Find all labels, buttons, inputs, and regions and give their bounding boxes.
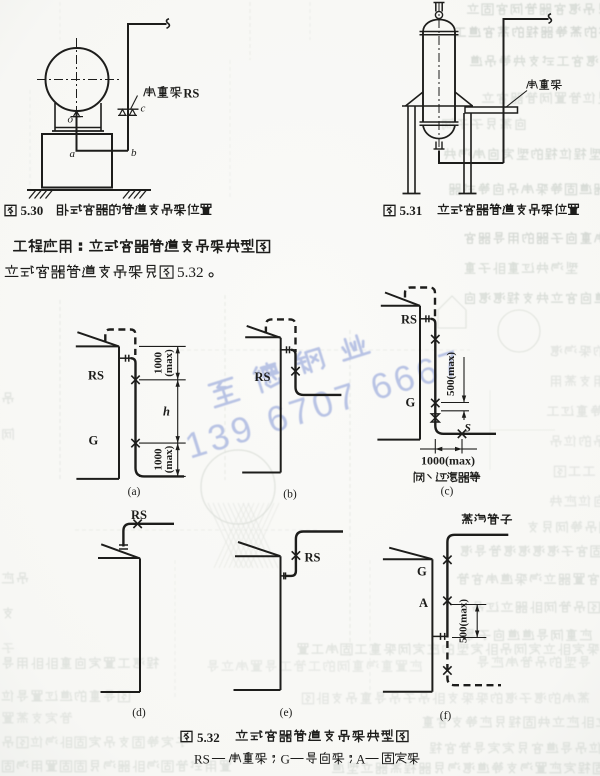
svg-text:RS: RS	[88, 369, 104, 383]
svg-text:500(max): 500(max)	[445, 352, 457, 396]
svg-text:h: h	[163, 405, 170, 419]
svg-text:RS: RS	[401, 313, 417, 327]
svg-text:1000(max): 1000(max)	[421, 454, 475, 468]
svg-text:o: o	[68, 114, 74, 126]
svg-text:c: c	[141, 103, 146, 115]
svg-text:(b): (b)	[283, 489, 297, 501]
svg-text:1000(max): 1000(max)	[153, 445, 176, 473]
svg-text:S: S	[465, 423, 471, 435]
svg-text:(c): (c)	[441, 486, 454, 498]
svg-text:5.32: 5.32	[197, 730, 220, 745]
svg-text:RS: RS	[305, 551, 321, 565]
svg-text:5.30: 5.30	[21, 203, 44, 218]
svg-text:a: a	[70, 148, 76, 160]
svg-text:(f): (f)	[440, 710, 452, 722]
svg-text:G: G	[281, 752, 290, 767]
svg-text:A: A	[419, 596, 428, 610]
svg-text:G: G	[406, 396, 416, 410]
svg-text:5.31: 5.31	[400, 203, 423, 218]
svg-text:5.32: 5.32	[177, 264, 204, 281]
svg-text:RS: RS	[183, 87, 199, 101]
svg-text:RS: RS	[131, 508, 147, 522]
svg-text:(a): (a)	[128, 486, 141, 498]
svg-text:A: A	[356, 752, 366, 767]
svg-text:G: G	[89, 434, 99, 448]
svg-text:(e): (e)	[280, 707, 293, 719]
svg-text:RS: RS	[255, 370, 271, 384]
svg-text:(d): (d)	[132, 707, 146, 719]
svg-text:RS: RS	[194, 752, 210, 767]
svg-text:1000(max): 1000(max)	[153, 349, 176, 377]
svg-text:G: G	[417, 565, 427, 579]
svg-text:500(max): 500(max)	[458, 599, 470, 643]
svg-text:b: b	[131, 147, 137, 159]
